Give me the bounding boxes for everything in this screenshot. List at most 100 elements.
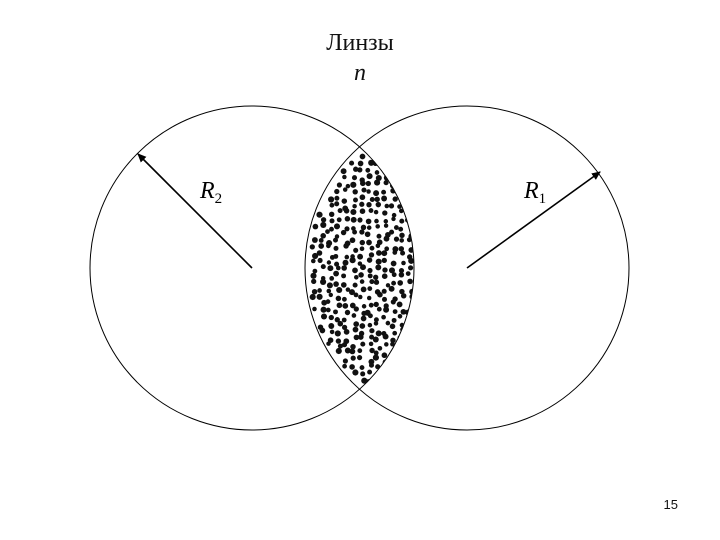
lens-dot bbox=[391, 212, 397, 218]
label-r2: R2 bbox=[199, 178, 222, 207]
lens-dot bbox=[341, 296, 347, 302]
lens-dot bbox=[400, 293, 407, 299]
lens-dot bbox=[373, 274, 379, 280]
lens-dot bbox=[398, 208, 404, 214]
lens-dot bbox=[393, 153, 399, 159]
lens-dot bbox=[359, 180, 366, 187]
lens-dot bbox=[365, 167, 371, 173]
lens-dot bbox=[373, 301, 379, 308]
lens-dot bbox=[407, 154, 413, 160]
lens-dot bbox=[400, 308, 407, 315]
lens-dot bbox=[391, 216, 396, 222]
lens-dot bbox=[320, 278, 327, 285]
lens-dot bbox=[366, 257, 373, 263]
lens-dot bbox=[329, 218, 335, 224]
lens-dot bbox=[393, 225, 399, 231]
lens-dot bbox=[382, 370, 388, 376]
lens-dot bbox=[359, 201, 365, 207]
lens-dot bbox=[390, 341, 395, 347]
lens-dot bbox=[405, 323, 412, 330]
lens-dot bbox=[357, 334, 364, 340]
lens-dot bbox=[381, 250, 388, 257]
lens-dot bbox=[328, 314, 334, 321]
lens-dot bbox=[383, 306, 390, 313]
lens-dot bbox=[326, 282, 333, 289]
lens-dot bbox=[357, 348, 363, 354]
lens-dot bbox=[408, 265, 414, 271]
lens-dot bbox=[409, 293, 414, 300]
lens-dot bbox=[310, 272, 317, 279]
lens-dot bbox=[349, 257, 356, 264]
lens-dot bbox=[344, 254, 350, 260]
lens-dot bbox=[353, 321, 360, 327]
lens-dot bbox=[397, 204, 402, 209]
lens-dot bbox=[368, 252, 375, 258]
lens-dot bbox=[333, 223, 341, 230]
lens-dot bbox=[373, 209, 379, 215]
lens-dot bbox=[335, 338, 342, 344]
lens-dot bbox=[334, 317, 340, 323]
lens-dot bbox=[329, 202, 335, 208]
lens-dot bbox=[361, 187, 367, 193]
lens-dot bbox=[381, 195, 388, 202]
lens-dot bbox=[408, 362, 414, 368]
lens-dot bbox=[340, 168, 347, 175]
lens-dot bbox=[393, 236, 400, 242]
lens-dots bbox=[309, 145, 414, 385]
lens-dot bbox=[334, 201, 340, 207]
lens-dot bbox=[349, 160, 355, 166]
lens-dot bbox=[384, 203, 390, 209]
lens-dot bbox=[328, 196, 335, 203]
lens-dot bbox=[352, 369, 359, 376]
lens-dot bbox=[393, 174, 399, 181]
lens-dot bbox=[360, 224, 367, 231]
lens-dot bbox=[401, 260, 406, 266]
lens-dot bbox=[407, 278, 413, 285]
lens-dot bbox=[368, 362, 375, 368]
lens-dot bbox=[325, 299, 331, 304]
lens-dot bbox=[391, 317, 397, 323]
lens-dot bbox=[335, 295, 342, 302]
lens-dot bbox=[368, 302, 374, 308]
lens-dot bbox=[384, 342, 389, 347]
lens-dot bbox=[357, 217, 363, 223]
lens-dot bbox=[350, 208, 357, 216]
lens-dot bbox=[373, 350, 379, 356]
lens-dot bbox=[352, 229, 358, 235]
lens-dot bbox=[329, 226, 334, 232]
lens-dot bbox=[383, 235, 390, 242]
lens-dot bbox=[367, 313, 373, 319]
lens-dot bbox=[398, 226, 404, 232]
lens-dot bbox=[375, 264, 382, 271]
lens-dot bbox=[405, 195, 412, 202]
lens-dot bbox=[366, 295, 372, 301]
lens-dot bbox=[399, 238, 405, 243]
lens-dot bbox=[399, 168, 405, 173]
lens-dot bbox=[367, 273, 373, 279]
lens-dot bbox=[399, 187, 405, 194]
lens-dot bbox=[342, 363, 347, 369]
lens-dot bbox=[320, 264, 326, 270]
lens-dot bbox=[399, 288, 405, 295]
lens-dot bbox=[382, 333, 389, 340]
lens-dot bbox=[375, 224, 380, 229]
lens-dot bbox=[328, 211, 335, 218]
slide-title: Линзы bbox=[326, 30, 394, 56]
lens-dot bbox=[374, 179, 381, 186]
lens-dot bbox=[360, 286, 367, 293]
lens-dot bbox=[368, 145, 374, 151]
lens-dot bbox=[333, 281, 339, 287]
lens-dot bbox=[352, 267, 358, 274]
lens-dot bbox=[326, 260, 332, 265]
lens-dot bbox=[382, 210, 388, 216]
lens-dot bbox=[405, 271, 411, 276]
lens-dot bbox=[374, 218, 379, 224]
lens-dot bbox=[398, 376, 404, 382]
lens-dot bbox=[365, 379, 372, 385]
lens-dot bbox=[406, 338, 412, 344]
lens-dot bbox=[329, 276, 335, 281]
lens-dot bbox=[369, 279, 375, 285]
lens-dot bbox=[349, 237, 356, 244]
lens-dot bbox=[381, 189, 387, 195]
lens-dot bbox=[366, 202, 372, 208]
